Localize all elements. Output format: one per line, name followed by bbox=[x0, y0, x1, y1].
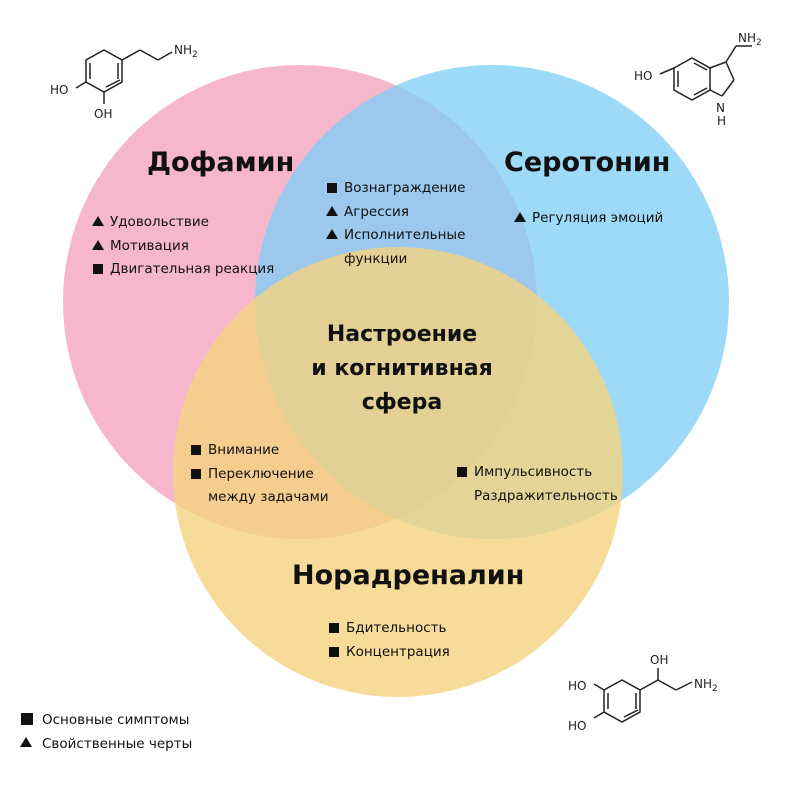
list-item: Удовольствие bbox=[92, 211, 274, 235]
triangle-marker-icon bbox=[326, 229, 338, 239]
dopamine-list: Удовольствие Мотивация Двигательная реак… bbox=[92, 211, 274, 282]
dopamine-nh2-label: NH2 bbox=[174, 43, 198, 60]
list-item: Исполнительные bbox=[326, 224, 465, 248]
list-item: между задачами bbox=[208, 489, 329, 505]
center-label: Настроение и когнитивная сфера bbox=[311, 322, 493, 415]
noradrenaline-nh2-label: NH2 bbox=[694, 677, 718, 694]
legend-item: Свойственные черты bbox=[20, 732, 192, 756]
dopamine-molecule-icon: HO OH NH2 bbox=[50, 43, 198, 121]
list-item: Импульсивность bbox=[456, 461, 618, 485]
list-item: Регуляция эмоций bbox=[514, 207, 663, 231]
list-item: Вознаграждение bbox=[326, 177, 465, 201]
dopamine-title: Дофамин bbox=[147, 147, 295, 178]
serotonin-n-label: N bbox=[716, 101, 725, 115]
triangle-marker-icon bbox=[92, 216, 104, 226]
noradrenaline-oh-label: OH bbox=[650, 653, 668, 667]
serotonin-title: Серотонин bbox=[504, 147, 671, 178]
noradrenaline-molecule-icon: HO HO OH NH2 bbox=[568, 653, 718, 733]
list-item: Двигательная реакция bbox=[92, 258, 274, 282]
list-item: Раздражительность bbox=[474, 487, 618, 504]
dopamine-oh-label: OH bbox=[94, 107, 112, 121]
triangle-marker-icon bbox=[92, 239, 104, 250]
serotonin-ho-label: HO bbox=[634, 69, 652, 83]
square-marker-icon bbox=[93, 264, 103, 274]
noradrenaline-ho-top-label: HO bbox=[568, 679, 586, 693]
dopamine-ho-label: HO bbox=[50, 83, 68, 97]
square-marker-icon bbox=[191, 468, 201, 479]
list-item: Переключение bbox=[190, 463, 329, 487]
serotonin-molecule-icon: HO NH2 N H bbox=[634, 31, 762, 128]
square-marker-icon bbox=[329, 646, 339, 657]
dopamine-serotonin-overlap-list: Вознаграждение Агрессия Исполнительные ф… bbox=[326, 177, 465, 271]
triangle-marker-icon bbox=[514, 212, 526, 222]
triangle-marker-icon bbox=[326, 205, 338, 216]
square-marker-icon bbox=[457, 467, 467, 477]
square-marker-icon bbox=[21, 713, 33, 725]
noradrenaline-title: Норадреналин bbox=[292, 560, 525, 591]
legend: Основные симптомы Свойственные черты bbox=[20, 708, 192, 756]
serotonin-noradrenaline-overlap-list: Импульсивность Раздражительность bbox=[456, 461, 618, 508]
list-item: Бдительность bbox=[328, 617, 450, 641]
triangle-marker-icon bbox=[20, 737, 32, 747]
serotonin-list: Регуляция эмоций bbox=[514, 207, 663, 231]
square-marker-icon bbox=[191, 445, 201, 455]
legend-item: Основные симптомы bbox=[20, 708, 192, 732]
noradrenaline-list: Бдительность Концентрация bbox=[328, 617, 450, 664]
serotonin-h-label: H bbox=[717, 114, 726, 128]
noradrenaline-circle bbox=[173, 247, 623, 697]
noradrenaline-ho-bottom-label: HO bbox=[568, 719, 586, 733]
serotonin-nh2-label: NH2 bbox=[738, 31, 762, 48]
list-item: Мотивация bbox=[92, 235, 274, 259]
list-item: функции bbox=[344, 250, 408, 267]
square-marker-icon bbox=[329, 623, 339, 633]
list-item: Концентрация bbox=[328, 641, 450, 665]
square-marker-icon bbox=[327, 183, 337, 193]
list-item: Агрессия bbox=[326, 201, 465, 225]
dopamine-noradrenaline-overlap-list: Внимание Переключение между задачами bbox=[190, 439, 329, 510]
list-item: Внимание bbox=[190, 439, 329, 463]
